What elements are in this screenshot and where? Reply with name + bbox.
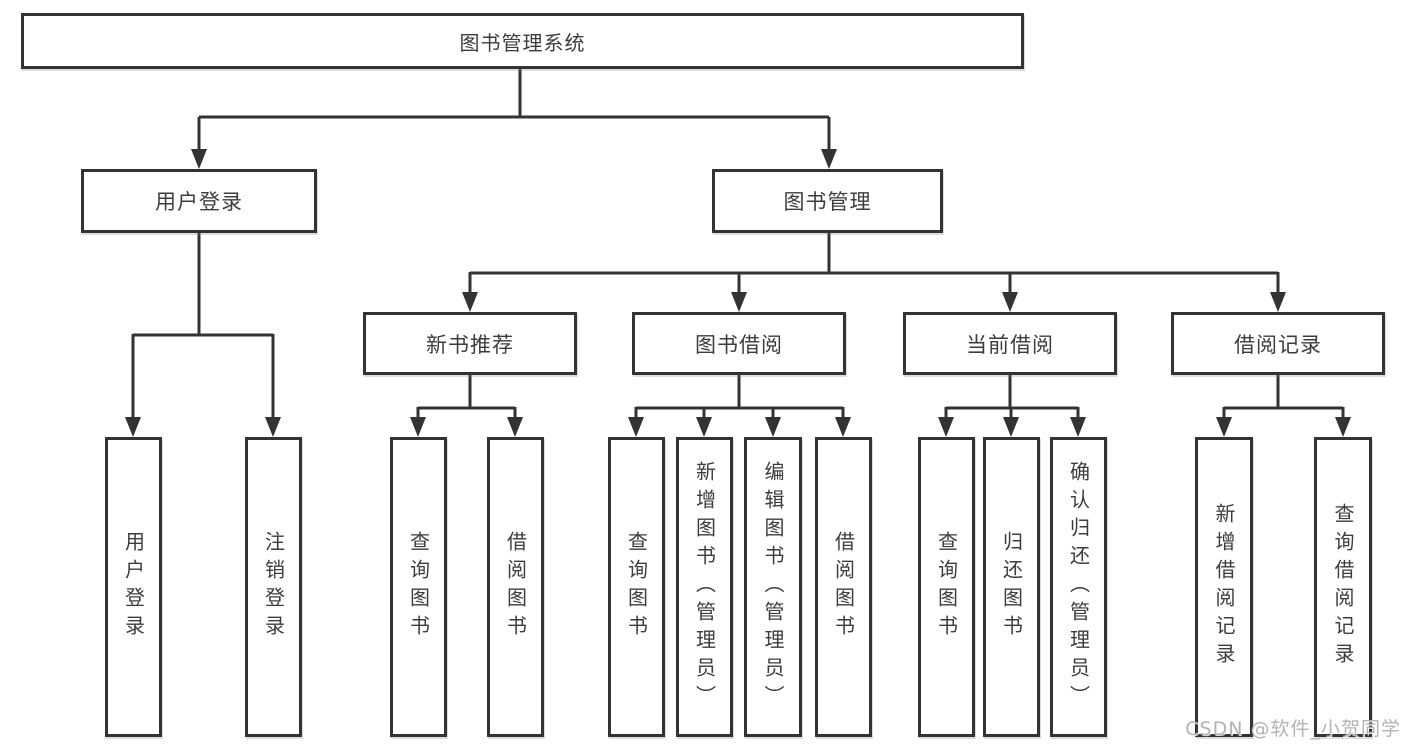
node-current-borrowing: 当前借阅 — [903, 312, 1117, 375]
node-label: 新增图书（管理员） — [692, 461, 717, 713]
node-label: 新增借阅记录 — [1212, 503, 1236, 671]
node-label: 确认归还（管理员） — [1066, 461, 1091, 713]
node-leaf-borrow-books-1: 借阅图书 — [487, 437, 544, 737]
node-label: 编辑图书（管理员） — [761, 461, 785, 713]
node-label: 图书借阅 — [695, 332, 783, 357]
node-label: 新书推荐 — [426, 332, 514, 357]
node-label: 借阅图书 — [831, 531, 856, 643]
node-label: 查询图书 — [934, 531, 959, 643]
node-leaf-query-borrow-record: 查询借阅记录 — [1314, 437, 1372, 737]
node-leaf-query-books-1: 查询图书 — [390, 437, 447, 737]
node-label: 查询图书 — [406, 531, 431, 643]
node-leaf-edit-books-admin: 编辑图书（管理员） — [744, 437, 802, 737]
node-user-login-branch: 用户登录 — [81, 169, 317, 233]
node-leaf-confirm-return-admin: 确认归还（管理员） — [1050, 437, 1107, 737]
node-label: 归还图书 — [999, 531, 1024, 643]
node-new-book-recommendation: 新书推荐 — [363, 312, 577, 375]
node-label: 当前借阅 — [966, 332, 1054, 357]
node-label: 图书管理 — [783, 190, 872, 214]
node-leaf-add-books-admin: 新增图书（管理员） — [676, 437, 733, 737]
node-label: 借阅记录 — [1234, 332, 1322, 357]
csdn-watermark: CSDN @软件_小贺同学 — [1185, 718, 1401, 740]
node-leaf-logout: 注销登录 — [245, 437, 302, 737]
node-label: 用户登录 — [155, 190, 243, 214]
node-leaf-return-books: 归还图书 — [983, 437, 1040, 737]
node-leaf-query-books-3: 查询图书 — [918, 437, 975, 737]
node-label: 查询借阅记录 — [1331, 503, 1355, 671]
node-leaf-add-borrow-record: 新增借阅记录 — [1195, 437, 1253, 737]
node-label: 图书管理系统 — [459, 30, 586, 55]
node-book-borrowing: 图书借阅 — [632, 312, 846, 375]
node-leaf-query-books-2: 查询图书 — [608, 437, 665, 737]
node-label: 查询图书 — [624, 531, 649, 643]
node-root-library-management-system: 图书管理系统 — [21, 13, 1024, 69]
node-book-management-branch: 图书管理 — [712, 169, 943, 233]
node-leaf-user-login: 用户登录 — [105, 437, 162, 737]
arrowheads — [125, 149, 1351, 437]
node-label: 用户登录 — [121, 531, 146, 643]
node-borrow-records: 借阅记录 — [1171, 312, 1385, 375]
node-label: 借阅图书 — [503, 531, 528, 643]
node-label: 注销登录 — [261, 531, 286, 643]
node-leaf-borrow-books-2: 借阅图书 — [815, 437, 872, 737]
